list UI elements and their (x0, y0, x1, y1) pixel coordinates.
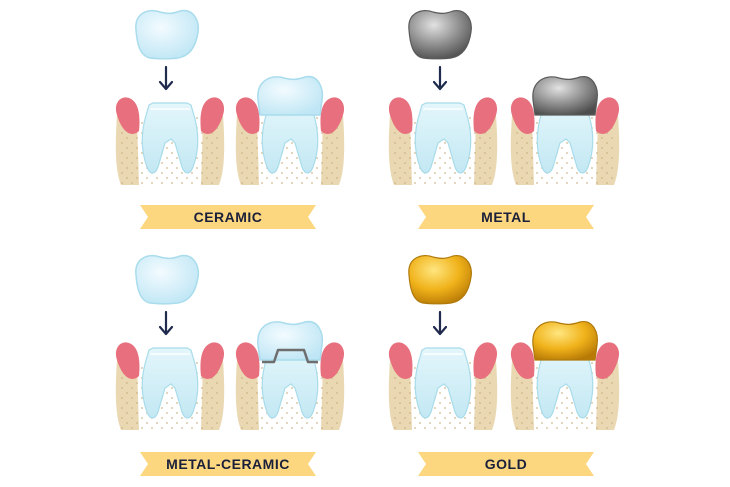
panel-label: METAL-CERAMIC (166, 456, 290, 472)
panel-ceramic: CERAMIC (114, 9, 346, 229)
prepared-tooth (114, 96, 226, 186)
panel-metal-ceramic: METAL-CERAMIC (114, 254, 346, 476)
tooth-icon (387, 341, 499, 431)
prepared-tooth (114, 341, 226, 431)
loose-crown (408, 254, 472, 305)
label-ribbon: METAL (418, 205, 594, 229)
panel-label: GOLD (485, 456, 527, 472)
panel-metal: METAL (387, 9, 621, 229)
arrow-down-icon (158, 310, 174, 336)
label-ribbon: METAL-CERAMIC (140, 452, 316, 476)
tooth-icon (114, 341, 226, 431)
seated-crown (257, 75, 324, 116)
tooth-icon (387, 96, 499, 186)
prepared-tooth (387, 341, 499, 431)
label-ribbon: GOLD (418, 452, 594, 476)
seated-crown (257, 320, 324, 361)
tooth-icon (114, 96, 226, 186)
arrow-down-icon (432, 310, 448, 336)
arrow-down-icon (158, 65, 174, 91)
panel-label: CERAMIC (194, 209, 263, 225)
arrow-down-icon (432, 65, 448, 91)
panel-label: METAL (481, 209, 531, 225)
panel-gold: GOLD (387, 254, 621, 476)
loose-crown (135, 9, 200, 60)
seated-crown (532, 76, 598, 116)
loose-crown (135, 254, 200, 305)
label-ribbon: CERAMIC (140, 205, 316, 229)
prepared-tooth (387, 96, 499, 186)
loose-crown (408, 9, 472, 60)
seated-crown (532, 321, 598, 361)
metal-coping (262, 348, 318, 364)
